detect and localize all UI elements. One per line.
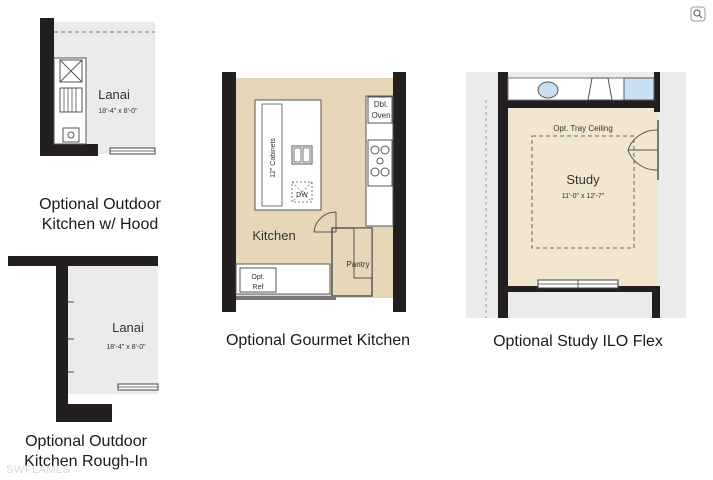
study-plan: Opt. Tray Ceiling Study 11'-0" x 12'-7" — [466, 72, 686, 318]
outdoor-hood-room-name: Lanai — [98, 87, 130, 102]
study-caption: Optional Study ILO Flex — [493, 333, 663, 350]
outdoor-hood-plan: Lanai 18'-4" x 8'-0" — [40, 18, 156, 156]
outdoor-hood-caption-line2: Kitchen w/ Hood — [41, 216, 159, 233]
rough-in-room-name: Lanai — [112, 320, 144, 335]
dw-label: DW — [296, 192, 308, 199]
rough-in-caption-line1: Optional Outdoor — [25, 433, 147, 450]
dbl-oven-label-1: Dbl. — [374, 100, 388, 109]
opt-ref-label-1: Opt. — [251, 274, 264, 281]
watermark: SWFLAMLS — [6, 464, 71, 476]
outdoor-hood-room-dims: 18'-4" x 8'-0" — [98, 108, 138, 115]
rough-in-caption-line2: Kitchen Rough-In — [24, 453, 148, 470]
outdoor-hood-caption-line1: Optional Outdoor — [39, 196, 161, 213]
image-search-icon[interactable] — [690, 6, 706, 22]
gourmet-caption: Optional Gourmet Kitchen — [225, 332, 411, 349]
cabinets-label: 12" Cabinets — [270, 138, 277, 178]
outdoor-hood-caption: Optional Outdoor Kitchen w/ Hood — [30, 195, 170, 235]
opt-ref-label-2: Ref — [253, 284, 264, 291]
study-room-name: Study — [566, 172, 600, 187]
pantry-label: Pantry — [346, 260, 369, 269]
tray-ceiling-label: Opt. Tray Ceiling — [553, 124, 613, 133]
gourmet-kitchen-plan: Dbl. Oven 12" Cabinets DW Kitchen Pantry — [222, 72, 406, 312]
rough-in-room-dims: 18'-4" x 8'-0" — [106, 344, 146, 351]
dbl-oven-label-2: Oven — [371, 111, 390, 120]
kitchen-label: Kitchen — [252, 228, 295, 243]
rough-in-plan: Lanai 18'-4" x 8'-0" — [8, 256, 159, 422]
rough-in-caption: Optional Outdoor Kitchen Rough-In — [14, 432, 158, 472]
study-room-dims: 11'-0" x 12'-7" — [562, 193, 605, 200]
